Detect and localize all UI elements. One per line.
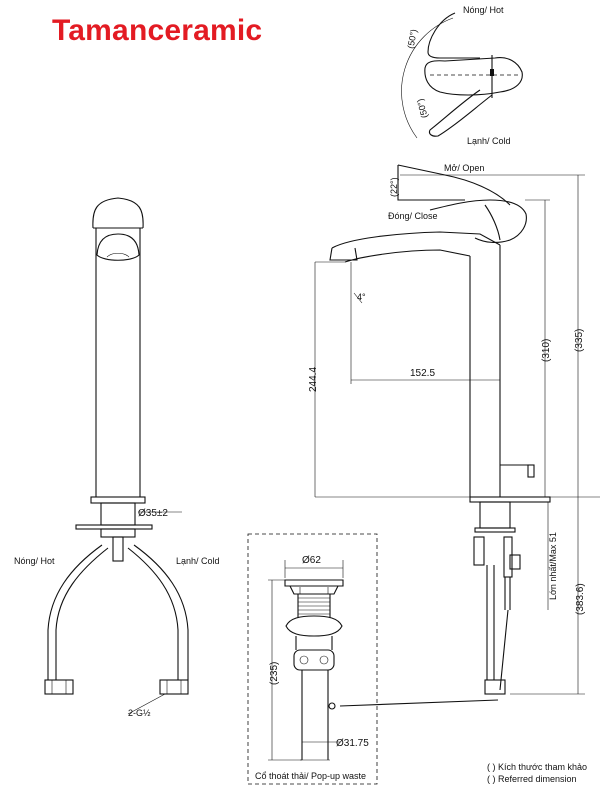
- max-thickness-label: Lớn nhất/Max 51: [548, 532, 558, 600]
- handle-hot-label: Nóng/ Hot: [463, 5, 504, 15]
- waste-height-label: (235): [269, 662, 280, 685]
- close-label: Đóng/ Close: [388, 211, 438, 221]
- note-ref-en: ( ) Referred dimension: [487, 774, 577, 784]
- waste-caption: Cổ thoát thải/ Pop-up waste: [255, 771, 366, 781]
- brand-logo: Tamanceramic: [52, 14, 263, 47]
- thread-label: 2-G½: [128, 708, 151, 718]
- waste-bottom-diameter-label: Ø31.75: [336, 738, 369, 749]
- side-view: (22°) Mở/ Open Đóng/ Close 4° 152.5 244.…: [308, 163, 600, 707]
- base-diameter-label: Ø35±2: [138, 508, 168, 519]
- front-cold-label: Lạnh/ Cold: [176, 556, 220, 566]
- below-height-label: (383.6): [575, 583, 586, 615]
- angle-hot-label: (50°): [406, 28, 419, 49]
- front-view: Ø35±2 Nóng/ Hot Lạnh/ Cold 2-G½: [14, 197, 220, 718]
- spout-angle-label: 4°: [357, 292, 366, 302]
- angle-open-label: (22°): [389, 177, 399, 197]
- handle-top-view: (50°) (50°) Nóng/ Hot Lạnh/ Cold: [401, 5, 523, 146]
- popup-waste: Ø62 (235) Ø31.75 Cổ thoát thải/ Pop-up w…: [247, 533, 378, 785]
- spout-height-label: 244.4: [308, 367, 319, 392]
- note-ref-vi: ( ) Kích thước tham khảo: [487, 762, 587, 772]
- handle-cold-label: Lạnh/ Cold: [467, 136, 511, 146]
- spout-reach-label: 152.5: [410, 368, 435, 379]
- height-inner-label: (310): [541, 339, 552, 362]
- height-total-label: (335): [574, 329, 585, 352]
- angle-cold-label: (50°): [415, 98, 430, 120]
- reference-notes: ( ) Kích thước tham khảo ( ) Referred di…: [487, 762, 587, 784]
- front-hot-label: Nóng/ Hot: [14, 556, 55, 566]
- waste-top-diameter-label: Ø62: [302, 555, 321, 566]
- open-label: Mở/ Open: [444, 163, 484, 173]
